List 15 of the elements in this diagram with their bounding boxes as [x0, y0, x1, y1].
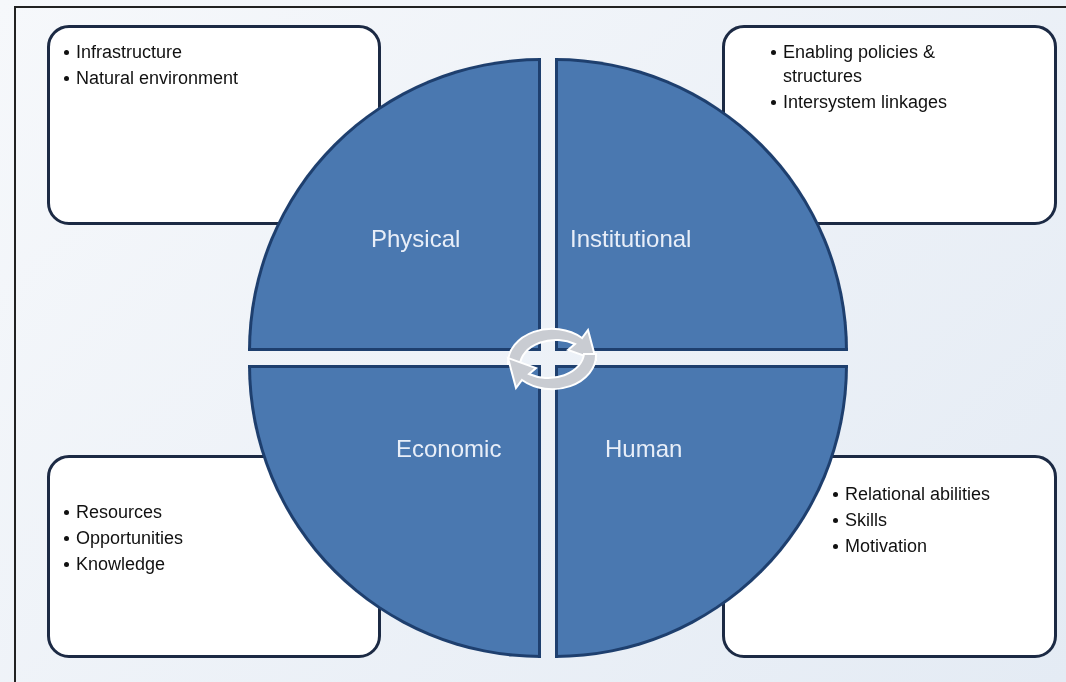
quadrant-label: Physical — [371, 224, 461, 254]
bullet-text: Knowledge — [76, 553, 166, 576]
bullet-text: Motivation — [845, 535, 928, 558]
bullet-text: Resources — [76, 501, 163, 524]
bullet-text: Infrastructure — [76, 41, 183, 64]
quadrant-label: Economic — [396, 434, 502, 464]
quadrant-label: Human — [605, 434, 683, 464]
bullet-text: Opportunities — [76, 527, 184, 550]
bullet-text: Enabling policies & structures — [783, 41, 937, 88]
bullet-text: Natural environment — [76, 67, 239, 90]
text-box — [722, 25, 1057, 225]
quadrant-label: Institutional — [570, 224, 692, 254]
bullet-text: Relational abilities — [845, 483, 991, 506]
bullet-text: Skills — [845, 509, 887, 532]
bullet-text: Intersystem linkages — [783, 91, 948, 114]
